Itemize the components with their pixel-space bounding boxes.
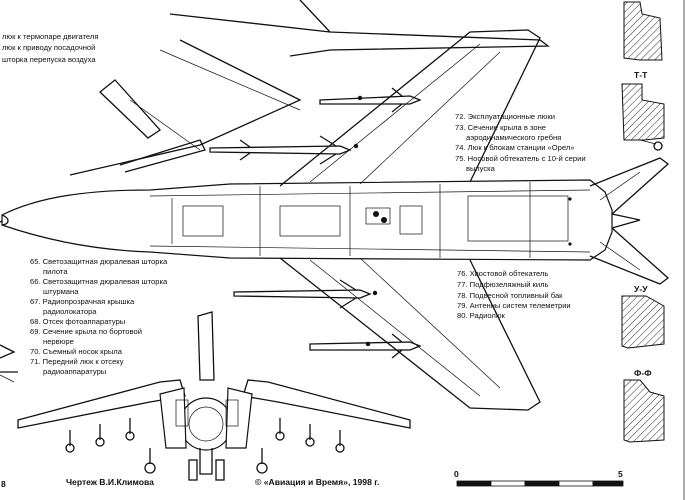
section-label-u-u: У-У [634, 284, 648, 294]
section-label-f-f: Ф-Ф [634, 368, 652, 378]
scale-end-label: 5 [618, 469, 623, 479]
legend-66: 66. Светозащитная дюралевая шторка [30, 277, 168, 286]
top-partial-labels: люк к термопаре двигателя люк к приводу … [2, 32, 98, 64]
legend-75: 75. Носовой обтекатель с 10-й серии [455, 154, 586, 163]
legend-69: 69. Сечение крыла по бортовой [30, 327, 142, 336]
legend-80: 80. Радиолюк [457, 311, 506, 320]
copyright-notice: © «Авиация и Время», 1998 г. [255, 477, 379, 487]
legend-69-cont: нервюре [43, 337, 74, 346]
legend-right-top: 72. Эксплуатационные люки 73. Сечение кр… [455, 112, 586, 173]
lower-wing [233, 257, 541, 411]
upper-left-wing [0, 0, 550, 223]
legend-66-cont: штурмана [43, 287, 79, 296]
legend-76: 76. Хвостовой обтекатель [457, 269, 548, 278]
legend-71-cont: радиоаппаратуры [43, 367, 106, 376]
page-number: 8 [1, 479, 6, 489]
legend-68: 68. Отсек фотоаппаратуры [30, 317, 125, 326]
legend-65: 65. Светозащитная дюралевая шторка [30, 257, 168, 266]
author-credit: Чертеж В.И.Климова [66, 477, 154, 487]
legend-75-cont: выпуска [466, 164, 496, 173]
legend-right-bottom: 76. Хвостовой обтекатель 77. Подфюзеляжн… [457, 269, 571, 320]
left-partial-structures [0, 344, 18, 383]
legend-67: 67. Радиопрозрачная крышка [30, 297, 135, 306]
tail-planform [589, 157, 670, 285]
section-label-t-t: Т-Т [634, 70, 648, 80]
side-sections [621, 0, 685, 500]
legend-74: 74. Люк к блокам станции «Орел» [455, 143, 575, 152]
front-view [17, 311, 411, 481]
label-landing-drive-hatch: люк к приводу посадочной [2, 43, 95, 52]
legend-67-cont: радиолокатора [43, 307, 97, 316]
fuselage-planform [1, 179, 613, 261]
legend-79: 79. Антенны систем телеметрии [457, 301, 571, 310]
label-bypass-flap: шторка перепуска воздуха [2, 55, 96, 64]
legend-77: 77. Подфюзеляжный киль [457, 280, 549, 289]
upper-wing [209, 29, 541, 187]
scale-bar: 0 5 [454, 469, 624, 487]
legend-73-cont: аэродинамического гребня [466, 133, 561, 142]
legend-65-cont: пилота [43, 267, 68, 276]
scale-start-label: 0 [454, 469, 459, 479]
legend-70: 70. Съемный носок крыла [30, 347, 123, 356]
footer: 8 Чертеж В.И.Климова © «Авиация и Время»… [1, 477, 379, 489]
legend-left: 65. Светозащитная дюралевая шторка пилот… [30, 257, 168, 376]
legend-73: 73. Сечение крыла в зоне [455, 123, 546, 132]
legend-71: 71. Передний люк к отсеку [30, 357, 124, 366]
legend-78: 78. Подвесной топливный бак [457, 291, 563, 300]
legend-72: 72. Эксплуатационные люки [455, 112, 555, 121]
label-thermocouple-hatch: люк к термопаре двигателя [2, 32, 98, 41]
